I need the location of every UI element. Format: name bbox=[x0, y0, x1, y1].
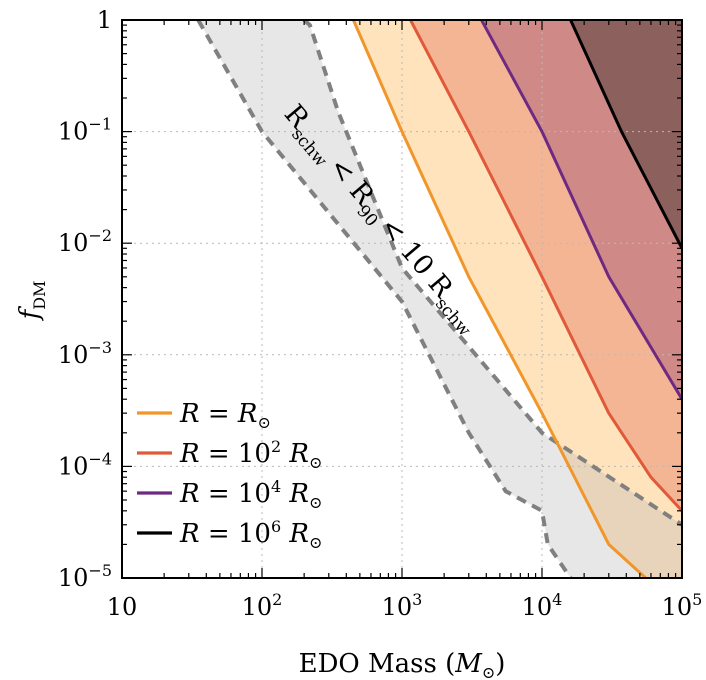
legend-label-1: R = 102 R⊙ bbox=[179, 437, 322, 472]
x-tick-label: 105 bbox=[662, 590, 703, 621]
y-tick-label: 10−4 bbox=[58, 449, 112, 480]
series-line-1 bbox=[409, 20, 682, 512]
region-upper-edge bbox=[302, 20, 682, 527]
legend-label-0: R = R⊙ bbox=[179, 399, 271, 432]
legend-label-2: R = 104 R⊙ bbox=[179, 477, 322, 512]
region-lower-edge bbox=[196, 20, 573, 578]
series-line-2 bbox=[480, 20, 682, 400]
plot-area bbox=[122, 20, 682, 578]
legend: R = R⊙ R = 102 R⊙ R = 104 R⊙ R = 106 R⊙ bbox=[137, 399, 322, 552]
y-tick-label: 1 bbox=[97, 6, 112, 34]
y-tick-label: 10−5 bbox=[58, 561, 112, 592]
band-fill-3 bbox=[570, 20, 682, 249]
x-tick-label: 102 bbox=[242, 590, 283, 621]
x-axis-label: EDO Mass (M⊙) bbox=[299, 649, 506, 680]
y-tick-label: 10−3 bbox=[58, 338, 112, 369]
y-axis-label: fDM bbox=[15, 281, 49, 322]
x-tick-label: 104 bbox=[522, 590, 563, 621]
series-line-0 bbox=[352, 20, 647, 578]
x-tick-label: 10 bbox=[107, 593, 138, 621]
region-fill bbox=[198, 20, 682, 578]
legend-label-3: R = 106 R⊙ bbox=[179, 517, 322, 552]
y-tick-label: 10−2 bbox=[58, 226, 112, 257]
x-tick-label: 103 bbox=[382, 590, 423, 621]
series-line-3 bbox=[569, 20, 682, 249]
y-tick-label: 10−1 bbox=[58, 115, 112, 146]
ticks: 10 102 103 104 105 1 10−1 10−2 10−3 10−4 10−5 bbox=[58, 6, 703, 621]
